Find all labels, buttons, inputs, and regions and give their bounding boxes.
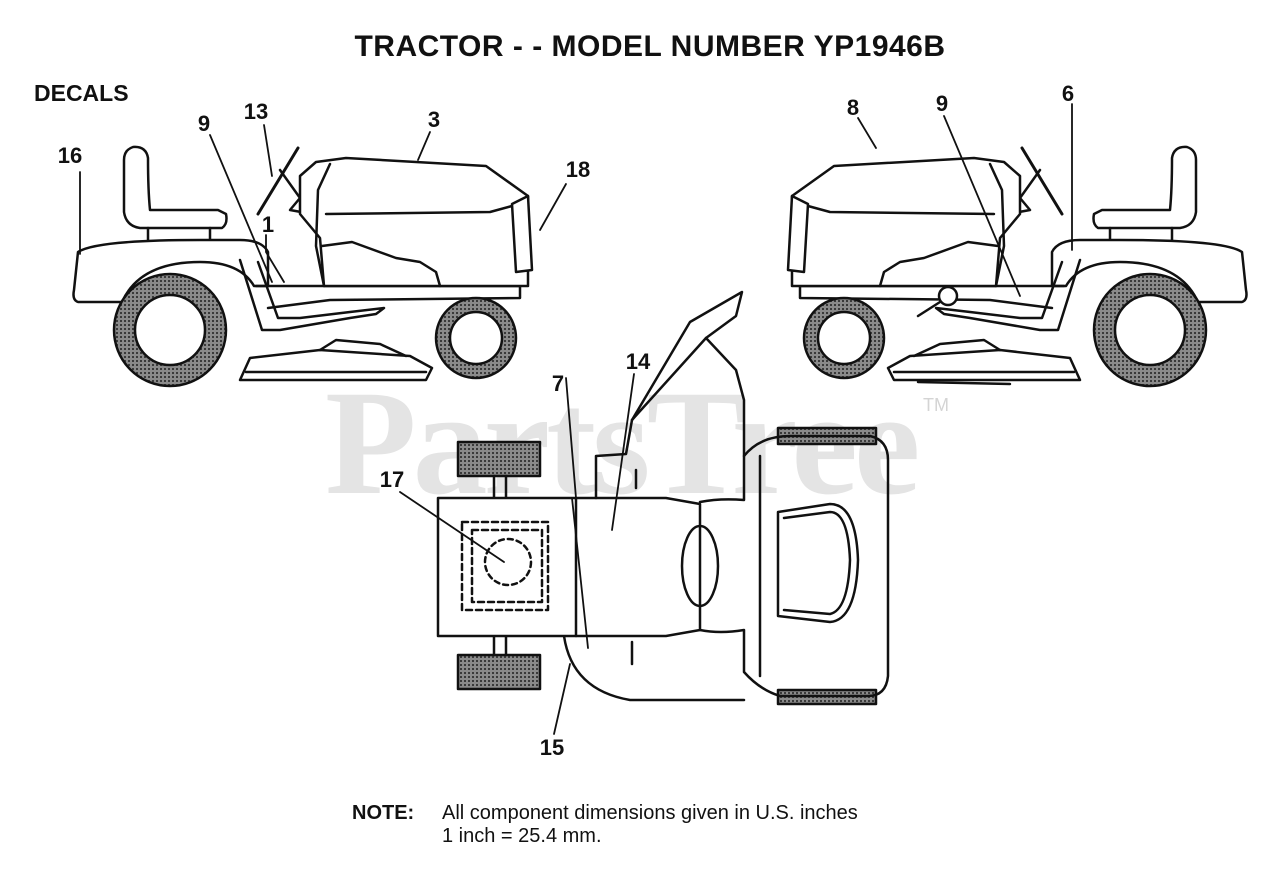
- section-label: DECALS: [34, 80, 129, 106]
- tractor-left-side-view: [72, 145, 534, 388]
- callout-3: 3: [427, 107, 441, 132]
- diagram-title: TRACTOR - - MODEL NUMBER YP1946B: [354, 30, 946, 63]
- tractor-right-side-view: [786, 145, 1248, 388]
- note-label: NOTE:: [352, 802, 415, 824]
- callout-9-left: 9: [197, 111, 211, 136]
- note-line-1: All component dimensions given in U.S. i…: [442, 802, 858, 824]
- callout-7: 7: [551, 371, 565, 396]
- callout-13: 13: [243, 99, 269, 124]
- tractor-top-view: [436, 290, 890, 706]
- callout-6: 6: [1061, 81, 1075, 106]
- callout-17: 17: [379, 467, 405, 492]
- callout-18: 18: [565, 157, 591, 182]
- dimension-note: NOTE: All component dimensions given in U…: [352, 802, 858, 848]
- callout-16: 16: [57, 143, 83, 168]
- callout-15: 15: [539, 735, 565, 760]
- leader-lines: [79, 103, 1073, 735]
- callout-1: 1: [261, 212, 275, 237]
- callout-14: 14: [625, 349, 651, 374]
- note-line-2: 1 inch = 25.4 mm.: [442, 825, 602, 847]
- callout-8: 8: [846, 95, 860, 120]
- watermark-trademark: TM: [923, 395, 949, 415]
- deck-plate: [916, 380, 1012, 386]
- callout-9-right: 9: [935, 91, 949, 116]
